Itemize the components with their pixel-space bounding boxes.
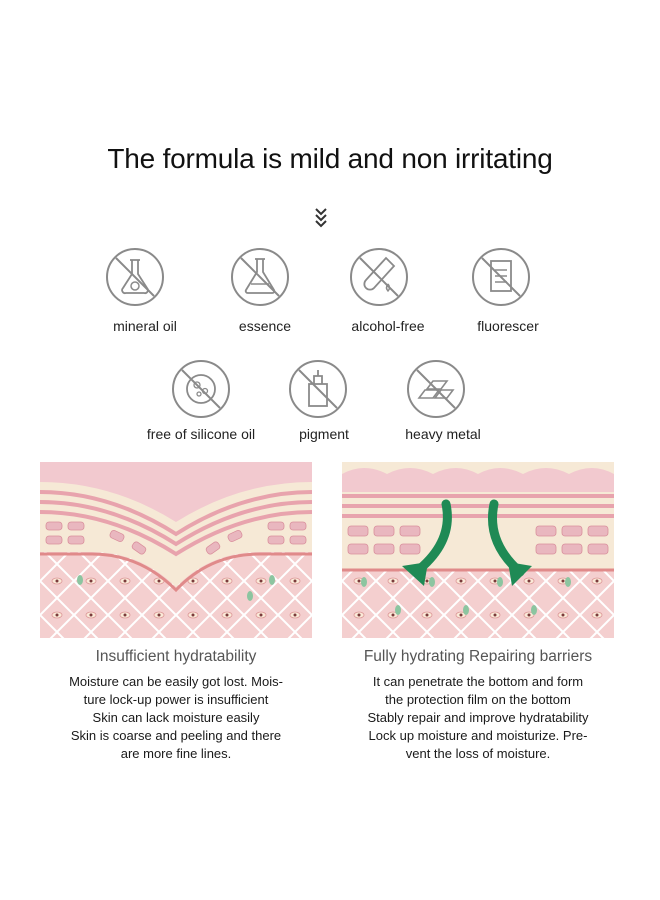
page-title: The formula is mild and non irritating <box>107 143 553 174</box>
conical-flask-icon <box>229 246 291 308</box>
right-line: Stably repair and improve hydratability <box>367 710 589 725</box>
right-line: It can penetrate the bottom and form <box>372 674 584 689</box>
label-fluorescer: fluorescer <box>477 318 539 334</box>
skin-illustration-damaged <box>40 462 312 638</box>
left-line: are more fine lines. <box>120 746 232 761</box>
document-icon <box>470 246 532 308</box>
left-line: Skin can lack moisture easily <box>92 710 260 725</box>
metal-bars-icon <box>405 358 467 420</box>
left-description: Moisture can be easily got lost. Mois- t… <box>26 673 326 763</box>
label-heavy-metal: heavy metal <box>405 426 481 442</box>
dropper-bottle-icon <box>287 358 349 420</box>
label-alcohol-free: alcohol-free <box>351 318 425 334</box>
label-essence: essence <box>238 318 292 334</box>
left-line: Moisture can be easily got lost. Mois- <box>69 674 283 689</box>
right-line: the protection film on the bottom <box>385 692 571 707</box>
chevron-down-icon <box>313 206 329 228</box>
right-heading: Fully hydrating Repairing barriers <box>363 648 593 665</box>
left-line: ture lock-up power is insufficient <box>83 692 269 707</box>
label-mineral-oil: mineral oil <box>113 318 177 334</box>
petri-dish-icon <box>170 358 232 420</box>
right-description: It can penetrate the bottom and form the… <box>328 673 628 763</box>
right-line: vent the loss of moisture. <box>405 746 551 761</box>
left-line: Skin is coarse and peeling and there <box>70 728 282 743</box>
label-silicone-oil: free of silicone oil <box>146 426 256 442</box>
flask-icon <box>104 246 166 308</box>
penetration-arrow-icon <box>402 499 532 586</box>
left-heading: Insufficient hydratability <box>95 648 257 665</box>
skin-illustration-healthy <box>342 462 614 638</box>
right-line: Lock up moisture and moisturize. Pre- <box>368 728 588 743</box>
label-pigment: pigment <box>299 426 349 442</box>
test-tube-icon <box>348 246 410 308</box>
